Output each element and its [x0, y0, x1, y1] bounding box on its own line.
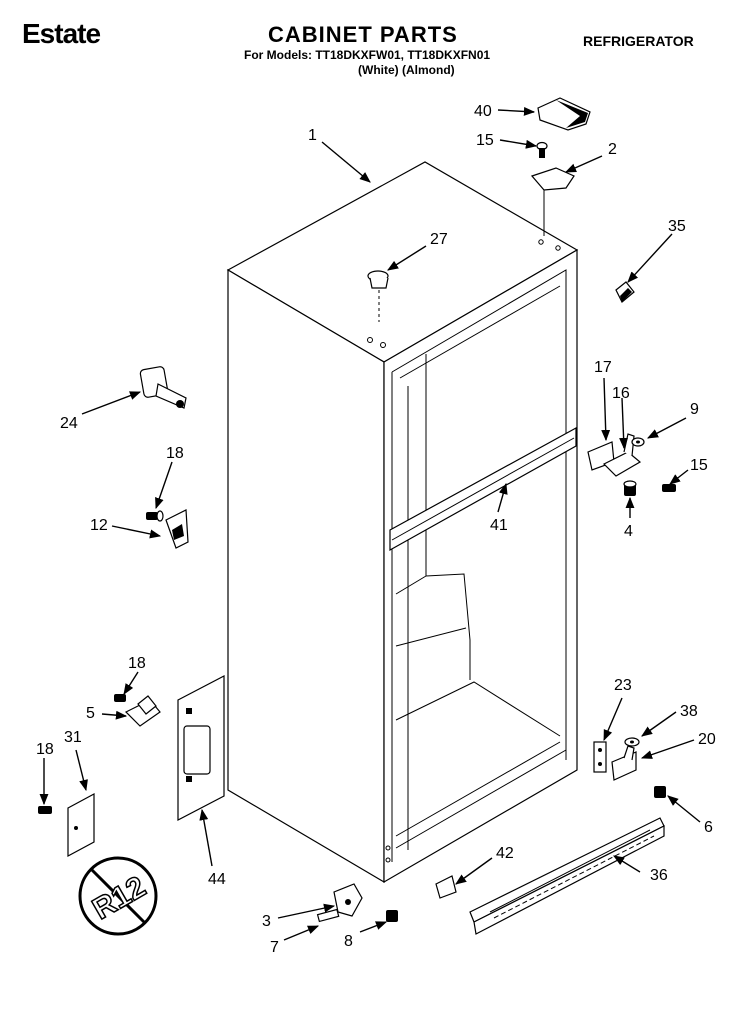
- bracket-part-12: [165, 509, 189, 549]
- category-label: REFRIGERATOR: [583, 33, 694, 49]
- callout-3: 3: [262, 913, 271, 930]
- screw-part-6: [654, 786, 666, 798]
- hinge-plate-part-23: [593, 741, 607, 773]
- cabinet-shell: [226, 161, 579, 884]
- screw-part-18-lower: [38, 806, 52, 814]
- hinge-plate-part-16: [602, 433, 642, 477]
- callout-4: 4: [624, 523, 633, 540]
- callout-24: 24: [60, 415, 78, 432]
- leader-arrows: [39, 106, 701, 941]
- washer-part-38: [624, 737, 640, 747]
- leveling-screw-part-7: [316, 908, 340, 923]
- callout-1: 1: [308, 127, 317, 144]
- callout-40: 40: [474, 103, 492, 120]
- leveling-bracket-part-3: [333, 883, 363, 917]
- screw-part-18-middle: [114, 694, 126, 702]
- callout-15-middle: 15: [690, 457, 708, 474]
- callout-36: 36: [650, 867, 668, 884]
- callout-12: 12: [90, 517, 108, 534]
- callout-23: 23: [614, 677, 632, 694]
- hinge-bracket-part-20: [611, 745, 637, 781]
- callout-35: 35: [668, 218, 686, 235]
- callout-9: 9: [690, 401, 699, 418]
- callout-27: 27: [430, 231, 448, 248]
- screw-part-15-top: [536, 141, 548, 158]
- handle-mount-part: [139, 366, 187, 409]
- hinge-cover-part: [537, 97, 591, 131]
- hinge-clip-part: [615, 281, 635, 303]
- bottom-hinge-part-5: [124, 695, 161, 727]
- top-hinge-part: [530, 167, 575, 236]
- kick-plate-bracket-part: [177, 675, 225, 821]
- callout-8: 8: [344, 933, 353, 950]
- callout-18-middle: 18: [128, 655, 146, 672]
- screw-part-15-middle: [662, 484, 676, 492]
- divider-rail: [389, 426, 577, 552]
- washer-part-9: [631, 437, 645, 447]
- hinge-cover-part-31: [67, 792, 95, 858]
- callout-18-upper: 18: [166, 445, 184, 462]
- callout-42: 42: [496, 845, 514, 862]
- callout-18-lower: 18: [36, 741, 54, 758]
- page-title: CABINET PARTS: [268, 22, 458, 47]
- models-line: For Models: TT18DKXFW01, TT18DKXFN01: [244, 48, 491, 62]
- callout-38: 38: [680, 703, 698, 720]
- callout-31: 31: [64, 729, 82, 746]
- callout-17: 17: [594, 359, 612, 376]
- hole-plug-part: [367, 270, 389, 322]
- kick-plate-grille-part: [469, 817, 665, 935]
- callout-41: 41: [490, 517, 508, 534]
- callout-2: 2: [608, 141, 617, 158]
- callout-20: 20: [698, 731, 716, 748]
- clip-part-42: [435, 875, 457, 899]
- screw-part-18-upper: [146, 510, 164, 522]
- brand-logo: Estate: [22, 18, 101, 49]
- screw-part-8: [386, 910, 398, 922]
- variants-line: (White) (Almond): [358, 63, 455, 77]
- callout-numbers: 1 40 15 2 35 27 24 18 12 17 16 9 15 4 41…: [36, 103, 716, 956]
- callout-44: 44: [208, 871, 226, 888]
- callout-7: 7: [270, 939, 279, 956]
- callout-16: 16: [612, 385, 630, 402]
- screw-part-4: [623, 480, 637, 496]
- callout-6: 6: [704, 819, 713, 836]
- callout-5: 5: [86, 705, 95, 722]
- callout-15-top: 15: [476, 132, 494, 149]
- no-r12-refrigerant-icon: R12: [78, 856, 158, 936]
